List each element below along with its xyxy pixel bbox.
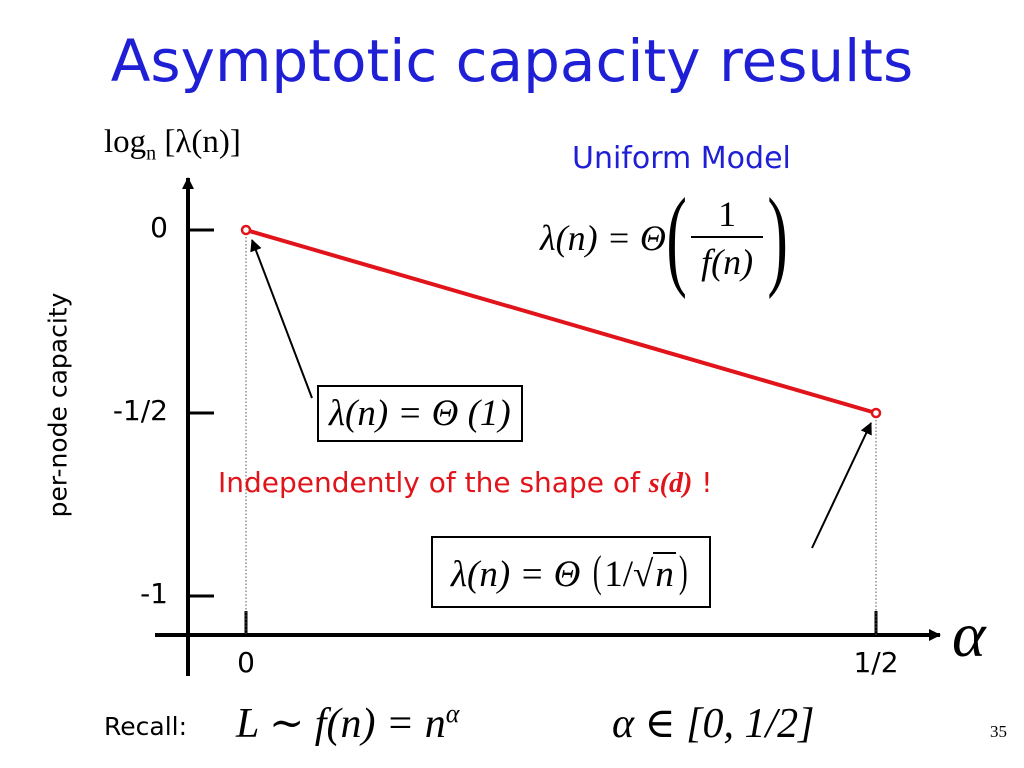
x-tick-label-1: 1/2 [853, 646, 899, 679]
box2-lhs: λ(n) = Θ [451, 554, 581, 595]
constant-capacity-box: λ(n) = Θ (1) [317, 385, 523, 442]
note-end: ! [692, 466, 713, 499]
box2-right-paren: ) [678, 547, 688, 596]
x-tick-label-0: 0 [237, 646, 255, 679]
sqrt-sign: √ [633, 554, 654, 595]
left-paren: ( [666, 176, 687, 300]
recall-label: Recall: [104, 712, 188, 741]
fraction-denominator: f(n) [691, 236, 764, 280]
model-title: Uniform Model [572, 141, 791, 176]
page-number: 35 [990, 722, 1007, 741]
fraction-numerator: 1 [718, 194, 737, 234]
alpha-range: α ∈ [0, 1/2] [612, 701, 815, 747]
lambda-n-text: λ(n)] [175, 124, 241, 160]
sqrt-radicand: n [653, 552, 676, 595]
annotation-arrows [250, 239, 872, 549]
page-title: Asymptotic capacity results [110, 27, 914, 95]
chart-guides [245, 230, 877, 635]
recall-formula-main: L ∼ f(n) = n [236, 701, 446, 747]
y-tick-label-1: -1/2 [112, 394, 168, 427]
note-variable: s(d) [648, 468, 693, 499]
shape-independence-note: Independently of the shape of s(d) ! [218, 466, 712, 500]
fraction: 1 f(n) [691, 194, 764, 280]
y-tick-label-2: -1 [140, 577, 168, 610]
y-axis-top-label: logn [λ(n)] [104, 124, 241, 166]
recall-exponent: α [445, 699, 460, 728]
sqrt-capacity-box: λ(n) = Θ (1/√n) [431, 536, 711, 608]
arrow-to-point-0 [250, 239, 313, 399]
right-paren: ) [767, 176, 789, 300]
box2-left-paren: ( [592, 547, 602, 596]
y-tick-label-0: 0 [150, 211, 168, 244]
uniform-model-formula: λ(n) = Θ ( 1 f(n) ) [540, 182, 788, 294]
note-text: Independently of the shape of [218, 466, 649, 499]
bracket-open: [ [156, 124, 176, 160]
box2-arg-prefix: 1/ [604, 554, 634, 595]
log-base: n [146, 142, 157, 165]
arrow-to-point-1 [811, 422, 872, 549]
series-line-0 [245, 228, 877, 415]
chart-series [240, 224, 882, 419]
series-point-0-0 [240, 224, 252, 236]
log-text: log [104, 124, 147, 160]
recall-formula: L ∼ f(n) = nα [236, 698, 459, 748]
x-axis-label: α [952, 599, 986, 670]
series-point-0-1 [870, 407, 882, 419]
uniform-formula-lhs: λ(n) = Θ [540, 218, 666, 258]
